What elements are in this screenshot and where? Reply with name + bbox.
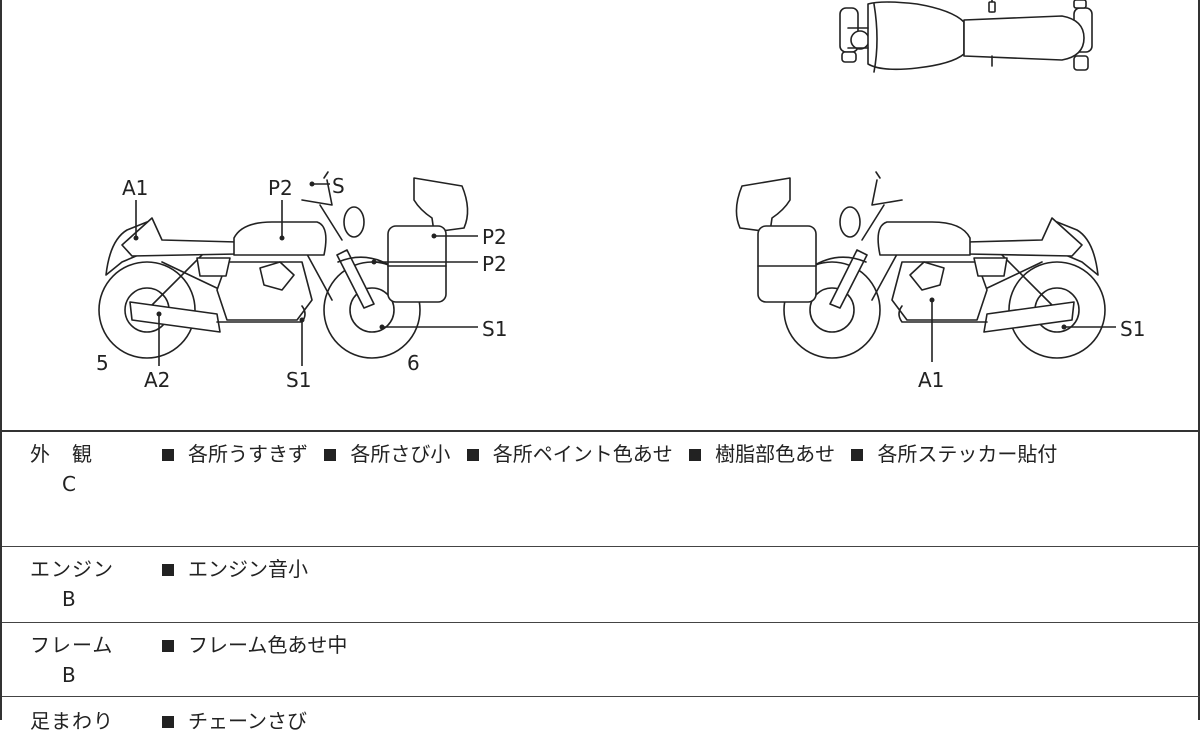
top-view-motorcycle-icon <box>839 0 1093 73</box>
label-s1-exhaust: S1 <box>286 368 311 392</box>
label-s1-front: S1 <box>482 317 507 341</box>
right-bike-callouts: S1 A1 <box>918 297 1145 392</box>
grade-label: B <box>62 663 76 687</box>
category-label: フレーム <box>30 633 114 657</box>
grade-label: B <box>62 587 76 611</box>
square-bullet-icon <box>162 640 174 652</box>
label-p2-tank: P2 <box>268 176 293 200</box>
label-a2: A2 <box>144 368 170 392</box>
list-item: 各所うすきず <box>162 438 308 467</box>
right-side-motorcycle-icon <box>735 171 1106 359</box>
square-bullet-icon <box>851 449 864 461</box>
label-p2-fork: P2 <box>482 252 507 276</box>
square-bullet-icon <box>689 449 702 461</box>
label-5: 5 <box>96 351 109 375</box>
table-row-suspension: 足まわり チェーンさび <box>2 696 1200 736</box>
left-bike-callouts: A1 P2 S P2 P2 S1 5 A2 <box>96 174 507 392</box>
square-bullet-icon <box>324 449 337 461</box>
square-bullet-icon <box>162 564 174 576</box>
square-bullet-icon <box>466 449 479 461</box>
item-list: 各所うすきず 各所さび小 各所ペイント色あせ 樹脂部色あせ 各所ステッカー貼付 <box>162 438 1067 467</box>
category-label: エンジン <box>30 557 114 581</box>
list-item: 各所ステッカー貼付 <box>851 438 1057 467</box>
item-list: エンジン音小 <box>162 553 318 582</box>
list-item: フレーム色あせ中 <box>162 629 347 658</box>
list-item: 樹脂部色あせ <box>689 438 835 467</box>
motorcycle-diagram-svg: A1 P2 S P2 P2 S1 5 A2 <box>96 0 1145 392</box>
category-label: 外 観 <box>30 442 93 466</box>
label-s1-rear: S1 <box>1120 317 1145 341</box>
label-a1-left: A1 <box>122 176 148 200</box>
label-a1-right: A1 <box>918 368 944 392</box>
table-row-engine: エンジン B エンジン音小 <box>2 546 1200 622</box>
list-item: エンジン音小 <box>162 553 308 582</box>
table-row-frame: フレーム B フレーム色あせ中 <box>2 622 1200 696</box>
list-item: 各所ペイント色あせ <box>466 438 673 467</box>
label-s-mirror: S <box>332 174 345 198</box>
damage-diagram: A1 P2 S P2 P2 S1 5 A2 <box>2 0 1200 430</box>
table-row-exterior: 外 観 C 各所うすきず 各所さび小 各所ペイント色あせ 樹脂部色あせ 各所ステ… <box>2 430 1200 546</box>
square-bullet-icon <box>162 449 174 461</box>
label-p2-bag: P2 <box>482 225 507 249</box>
left-side-motorcycle-icon <box>98 171 469 359</box>
grade-label: C <box>62 472 76 496</box>
square-bullet-icon <box>162 716 174 728</box>
label-6: 6 <box>407 351 420 375</box>
item-list: フレーム色あせ中 <box>162 629 357 658</box>
list-item: 各所さび小 <box>324 438 450 467</box>
